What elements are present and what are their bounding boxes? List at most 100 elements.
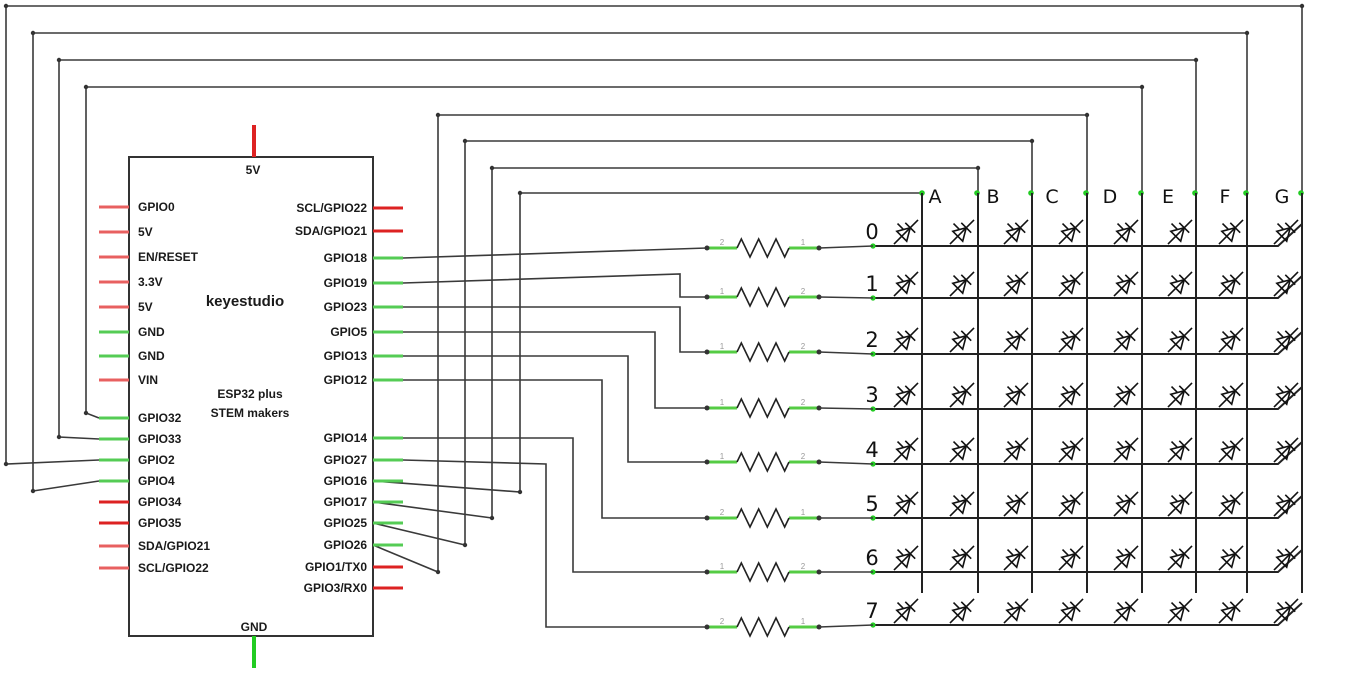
led-bar <box>1014 385 1026 397</box>
resistor-pin-number: 2 <box>801 562 806 571</box>
esp32-board: keyestudio ESP32 plus STEM makers 5V GND… <box>99 125 403 668</box>
led-bar <box>1229 494 1241 506</box>
resistor-pin-number: 1 <box>720 452 725 461</box>
led-tick <box>896 222 904 230</box>
led-symbol <box>1167 437 1193 463</box>
column-label: D <box>1103 186 1118 208</box>
led-triangle <box>951 498 968 515</box>
led-bar <box>1069 548 1081 560</box>
led-triangle <box>1005 444 1022 461</box>
led-symbol <box>1218 219 1244 245</box>
led-bar <box>1069 330 1081 342</box>
led-lead <box>1058 219 1084 245</box>
led-lead <box>1003 545 1029 571</box>
led-symbol <box>1058 545 1084 571</box>
led-lead <box>1273 491 1299 517</box>
led-lead <box>893 437 919 463</box>
wire-corner <box>462 138 468 144</box>
led-tick <box>1221 274 1229 282</box>
led-bar <box>960 494 972 506</box>
led-tick <box>1276 330 1284 338</box>
led-bar <box>904 494 916 506</box>
led-lead <box>1273 598 1299 624</box>
led-triangle <box>951 278 968 295</box>
led-triangle <box>895 226 912 243</box>
led-symbol <box>1113 271 1139 297</box>
led-bar <box>1229 330 1241 342</box>
led-triangle <box>951 226 968 243</box>
led-bar <box>1178 548 1190 560</box>
led-triangle <box>1005 226 1022 243</box>
left-pin-label: GPIO0 <box>138 200 175 214</box>
led-tick <box>952 385 960 393</box>
row-wire <box>403 437 707 573</box>
row-label: 3 <box>865 383 878 407</box>
left-pin-label: GPIO34 <box>138 495 182 509</box>
wire-corner <box>30 30 36 36</box>
led-symbol <box>1058 598 1084 624</box>
resistor-to-row-wire <box>818 624 874 628</box>
row-label: 7 <box>865 599 878 623</box>
led-tick <box>1116 601 1124 609</box>
led-symbol <box>1167 219 1193 245</box>
led-lead <box>1058 491 1084 517</box>
led-symbol <box>1218 271 1244 297</box>
led-symbol <box>1003 598 1029 624</box>
led-symbol <box>1218 382 1244 408</box>
led-lead <box>949 437 975 463</box>
led-bar <box>1014 274 1026 286</box>
led-tick <box>1276 385 1284 393</box>
led-bar <box>1284 385 1296 397</box>
row-wire <box>402 459 707 628</box>
led-bar <box>904 601 916 613</box>
led-symbol <box>1003 327 1029 353</box>
led-lead <box>1167 598 1193 624</box>
led-triangle <box>1275 226 1292 243</box>
right-pin-label: GPIO12 <box>324 373 368 387</box>
left-pin-label: GPIO4 <box>138 474 175 488</box>
column-label: A <box>929 186 942 208</box>
led-tick <box>1006 274 1014 282</box>
led-tick <box>1061 330 1069 338</box>
led-lead <box>1273 327 1299 353</box>
left-pin-label: 3.3V <box>138 275 163 289</box>
led-lead <box>1167 545 1193 571</box>
led-tick <box>896 440 904 448</box>
led-bar <box>1014 548 1026 560</box>
led-triangle <box>1005 334 1022 351</box>
led-bar <box>1124 274 1136 286</box>
led-bar <box>1284 494 1296 506</box>
led-symbol <box>1003 219 1029 245</box>
led-symbol <box>1273 271 1299 297</box>
led-symbol <box>1003 491 1029 517</box>
row-wire <box>403 355 707 463</box>
led-bar <box>1229 222 1241 234</box>
led-lead <box>1113 219 1139 245</box>
led-lead <box>893 271 919 297</box>
led-bar <box>1229 440 1241 452</box>
led-tick <box>896 274 904 282</box>
led-tick <box>1170 222 1178 230</box>
led-lead <box>1167 271 1193 297</box>
led-tick <box>1170 601 1178 609</box>
led-symbol <box>1167 271 1193 297</box>
board-model-line2: STEM makers <box>211 406 290 420</box>
right-pin-label: GPIO13 <box>324 349 368 363</box>
led-tick <box>1116 385 1124 393</box>
led-lead <box>1273 545 1299 571</box>
led-lead <box>1058 271 1084 297</box>
column-label: F <box>1220 186 1231 208</box>
left-pin-label: GND <box>138 325 165 339</box>
led-tick <box>1276 494 1284 502</box>
led-lead <box>1218 545 1244 571</box>
led-bar <box>1229 601 1241 613</box>
led-tick <box>1061 274 1069 282</box>
led-bar <box>1124 222 1136 234</box>
led-symbol <box>949 545 975 571</box>
led-bar <box>1284 440 1296 452</box>
led-symbol <box>949 271 975 297</box>
resistor-to-row-wire <box>818 407 874 410</box>
wire-corner <box>462 542 468 548</box>
led-symbol <box>1167 545 1193 571</box>
led-symbol <box>1113 382 1139 408</box>
